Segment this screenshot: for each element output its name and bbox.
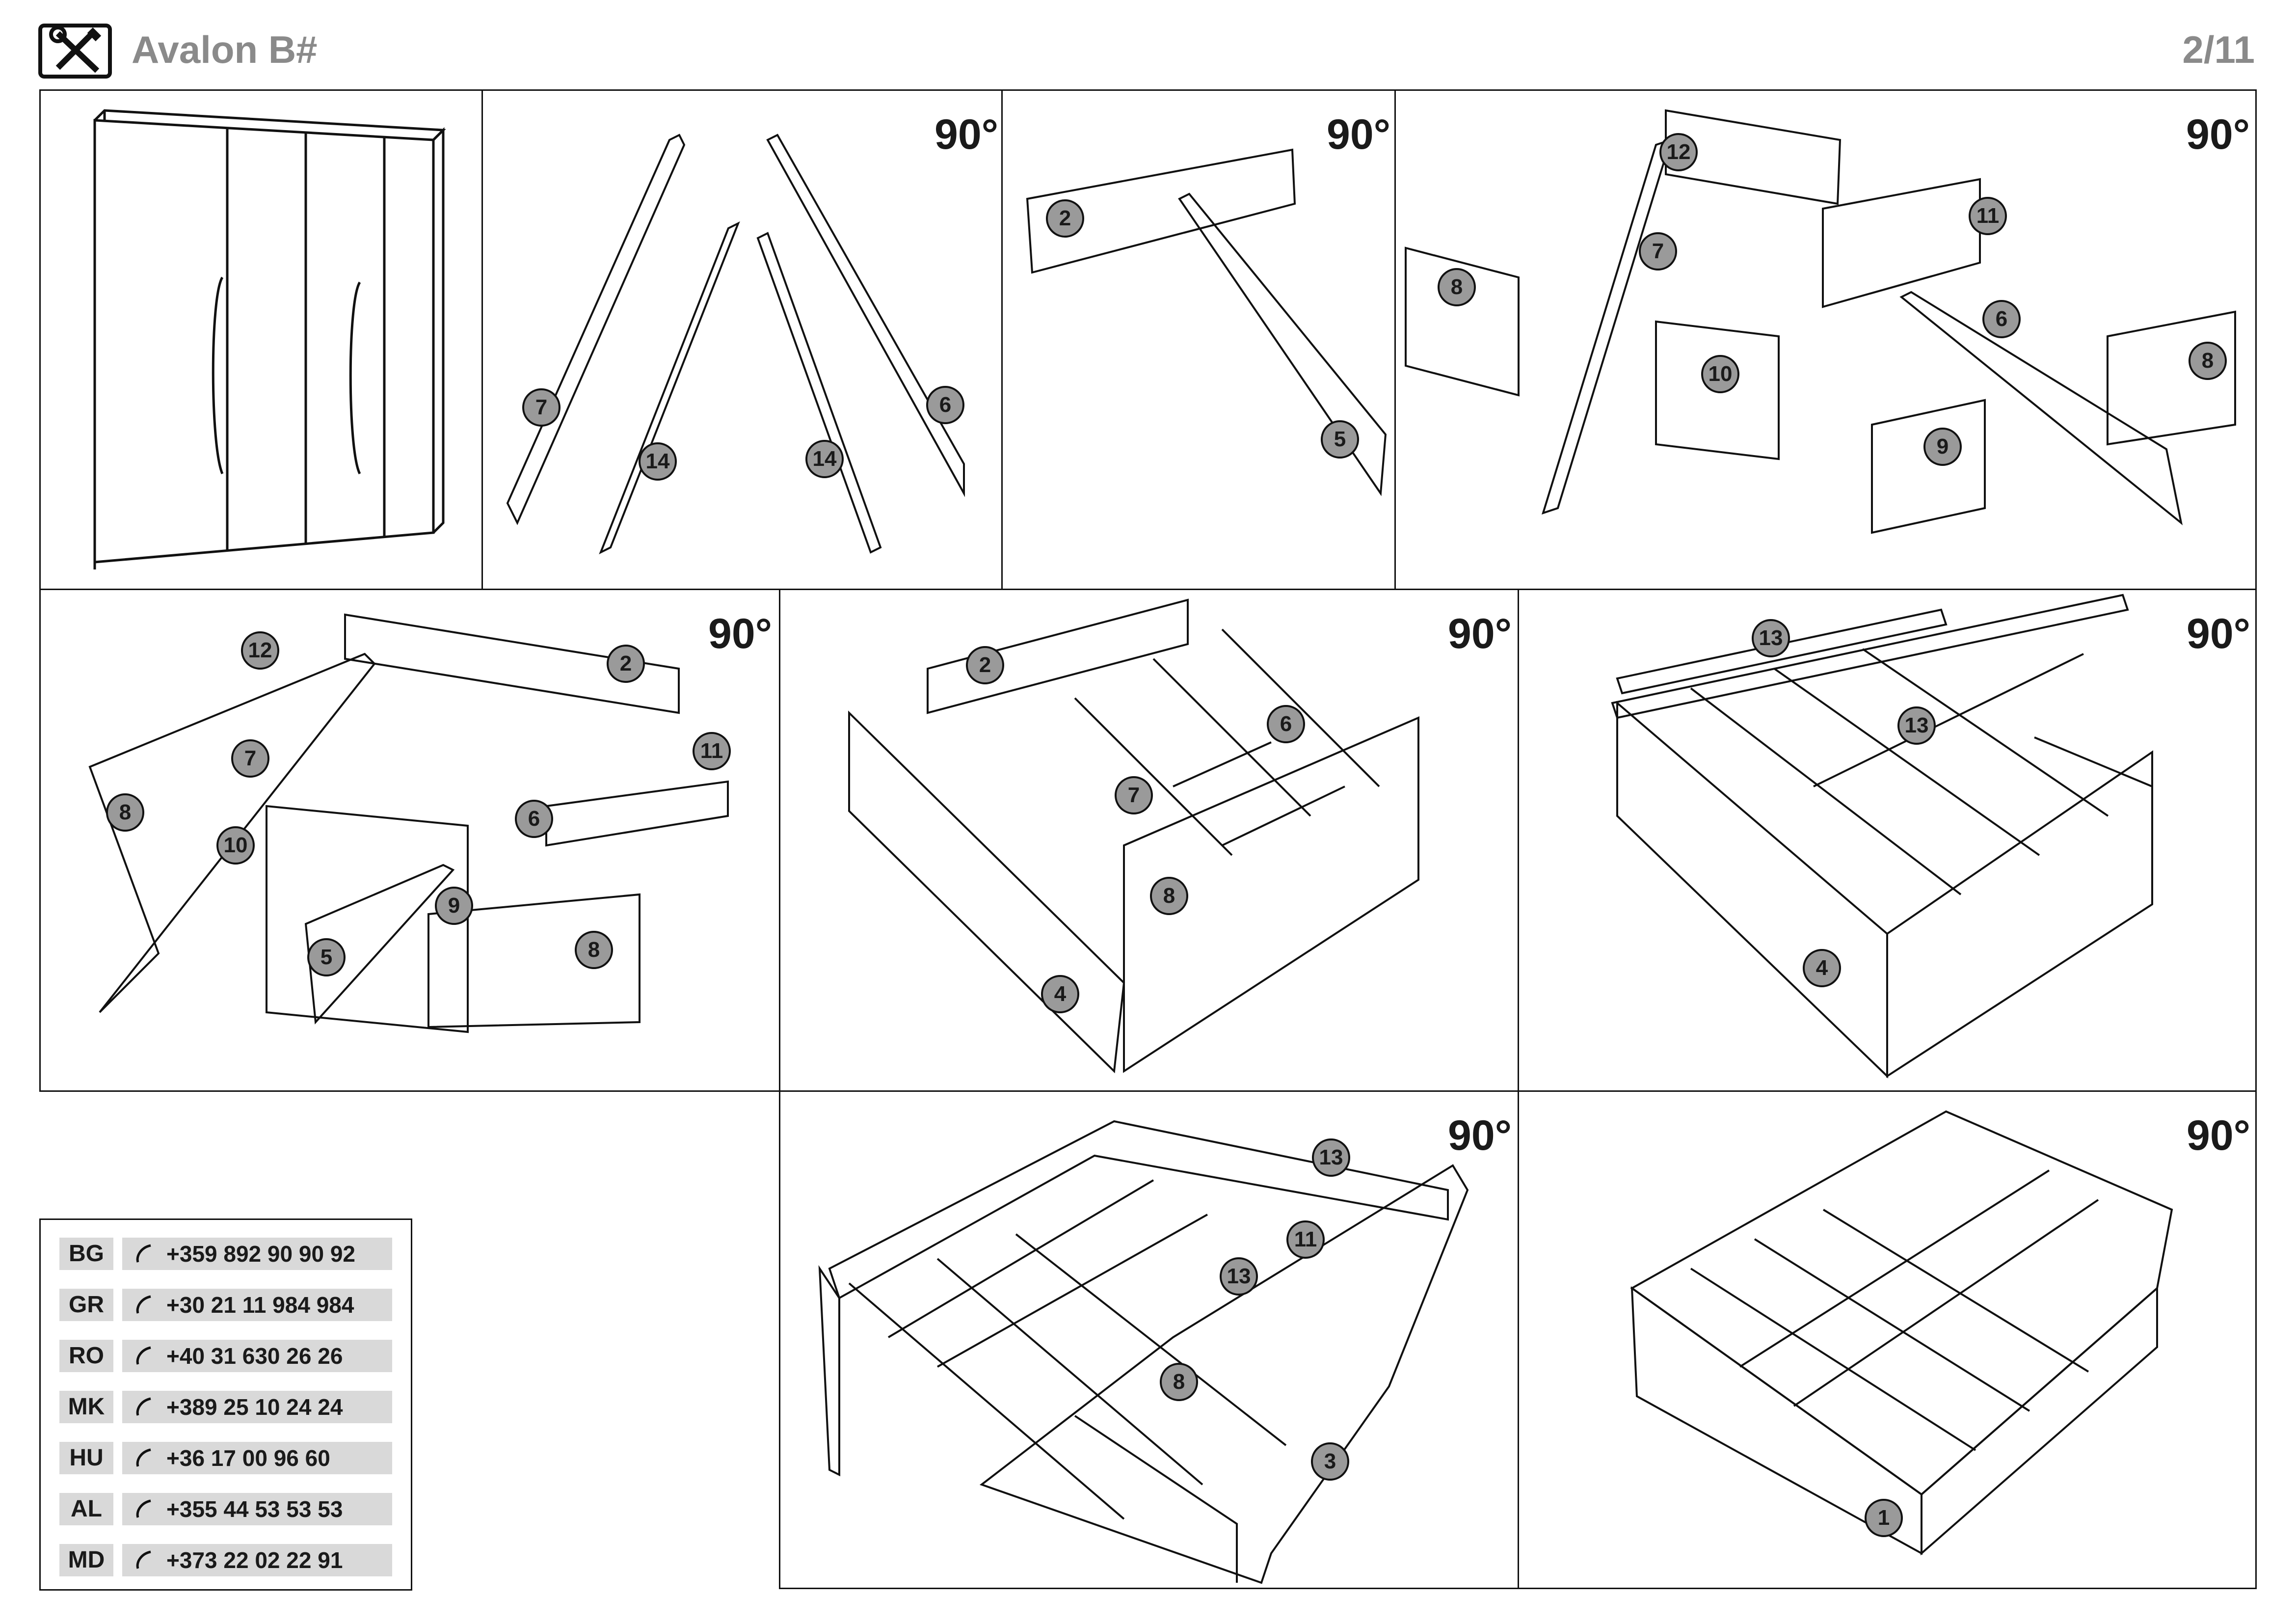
part-number-badge: 5	[1321, 420, 1359, 459]
part-number-badge: 9	[1923, 428, 1962, 466]
phone-text: +30 21 11 984 984	[166, 1292, 354, 1318]
country-code: BG	[59, 1238, 113, 1270]
phone-number: +40 31 630 26 26	[122, 1340, 392, 1372]
part-number-badge: 8	[1160, 1363, 1198, 1401]
panel-wardrobe-overview	[39, 89, 483, 590]
phone-number: +36 17 00 96 60	[122, 1442, 392, 1474]
rotate-90-icon: 90°	[708, 610, 773, 657]
country-code: HU	[59, 1442, 113, 1474]
panel-step-assembly-3: 90°	[1518, 589, 2257, 1092]
step-6-drawing	[848, 598, 1419, 1074]
part-number-badge: 3	[1311, 1442, 1349, 1481]
panel-step-assembly-1: 90°	[39, 589, 780, 1092]
page-number: 2/11	[2182, 28, 2255, 71]
panel-step-assembly-4: 90°	[779, 1090, 1519, 1589]
phone-number: +373 22 02 22 91	[122, 1544, 392, 1576]
phone-text: +389 25 10 24 24	[166, 1394, 343, 1420]
part-number-badge: 7	[522, 388, 561, 427]
step-4-drawing	[1405, 109, 2236, 534]
phone-text: +359 892 90 90 92	[166, 1241, 355, 1267]
part-number-badge: 11	[1969, 197, 2007, 235]
part-number-badge: 5	[307, 938, 346, 976]
phone-icon	[136, 1295, 151, 1314]
step-3-drawing	[1026, 148, 1387, 496]
phone-number: +359 892 90 90 92	[122, 1238, 392, 1270]
step-8-drawing	[818, 1120, 1469, 1584]
rotate-90-icon: 90°	[1327, 111, 1391, 158]
phone-text: +40 31 630 26 26	[166, 1343, 343, 1369]
part-number-badge: 13	[1312, 1138, 1350, 1177]
step-5-drawing	[88, 613, 729, 1033]
part-number-badge: 4	[1041, 975, 1079, 1013]
phone-number: +355 44 53 53 53	[122, 1493, 392, 1525]
part-number-badge: 8	[1150, 877, 1188, 915]
part-number-badge: 6	[926, 386, 964, 424]
part-number-badge: 14	[805, 440, 844, 478]
part-number-badge: 2	[1046, 199, 1084, 238]
part-number-badge: 11	[1286, 1220, 1325, 1259]
part-number-badge: 7	[1639, 232, 1677, 271]
document-title: Avalon B#	[132, 28, 318, 71]
part-number-badge: 6	[515, 800, 553, 838]
panel-step-assembly-5: 90°	[1518, 1090, 2257, 1589]
panel-step-sides: 90°	[481, 89, 1003, 590]
rotate-90-icon: 90°	[1448, 610, 1512, 657]
part-number-badge: 12	[241, 631, 279, 670]
phone-icon	[136, 1346, 151, 1365]
part-number-badge: 8	[575, 931, 613, 969]
phone-icon	[136, 1397, 151, 1416]
part-number-badge: 4	[1803, 949, 1841, 987]
country-code: MD	[59, 1544, 113, 1576]
tools-icon	[38, 24, 112, 79]
phone-text: +355 44 53 53 53	[166, 1496, 343, 1522]
part-number-badge: 13	[1752, 619, 1790, 657]
part-number-badge: 1	[1865, 1499, 1903, 1537]
step-9-drawing	[1630, 1110, 2173, 1556]
part-number-badge: 2	[607, 645, 645, 683]
phone-icon	[136, 1499, 151, 1518]
phone-text: +373 22 02 22 91	[166, 1547, 343, 1573]
country-code: GR	[59, 1289, 113, 1321]
part-number-badge: 9	[435, 887, 473, 925]
part-number-badge: 7	[231, 739, 269, 778]
part-number-badge: 6	[1267, 705, 1305, 743]
part-number-badge: 8	[106, 793, 144, 832]
panel-step-back: 90°	[1001, 89, 1396, 590]
country-code: AL	[59, 1493, 113, 1525]
part-number-badge: 13	[1220, 1257, 1258, 1296]
part-number-badge: 7	[1115, 776, 1153, 814]
phone-icon	[136, 1550, 151, 1569]
phone-number: +389 25 10 24 24	[122, 1391, 392, 1423]
part-number-badge: 8	[2189, 342, 2227, 380]
part-number-badge: 14	[639, 442, 677, 481]
panel-step-frame: 90°	[1394, 89, 2257, 590]
contacts-box: BG +359 892 90 90 92 GR +30 21 11 984 98…	[39, 1218, 412, 1591]
rotate-90-icon: 90°	[1448, 1112, 1512, 1159]
phone-icon	[136, 1244, 151, 1263]
rotate-90-icon: 90°	[2187, 610, 2251, 657]
rotate-90-icon: 90°	[934, 111, 999, 158]
phone-number: +30 21 11 984 984	[122, 1289, 392, 1321]
part-number-badge: 11	[693, 732, 731, 770]
wardrobe-drawing	[93, 109, 446, 569]
step-7-drawing	[1611, 594, 2153, 1079]
country-code: RO	[59, 1340, 113, 1372]
part-number-badge: 6	[1982, 300, 2021, 338]
part-number-badge: 13	[1897, 706, 1936, 745]
country-code: MK	[59, 1391, 113, 1423]
part-number-badge: 12	[1659, 133, 1698, 171]
phone-text: +36 17 00 96 60	[166, 1445, 330, 1471]
phone-icon	[136, 1448, 151, 1467]
panel-step-assembly-2: 90°	[779, 589, 1519, 1092]
part-number-badge: 10	[216, 826, 255, 865]
part-number-badge: 2	[966, 646, 1004, 684]
part-number-badge: 10	[1701, 355, 1739, 393]
rotate-90-icon: 90°	[2186, 111, 2250, 158]
rotate-90-icon: 90°	[2187, 1112, 2251, 1159]
part-number-badge: 8	[1438, 268, 1476, 306]
step-2-drawing	[506, 134, 965, 555]
